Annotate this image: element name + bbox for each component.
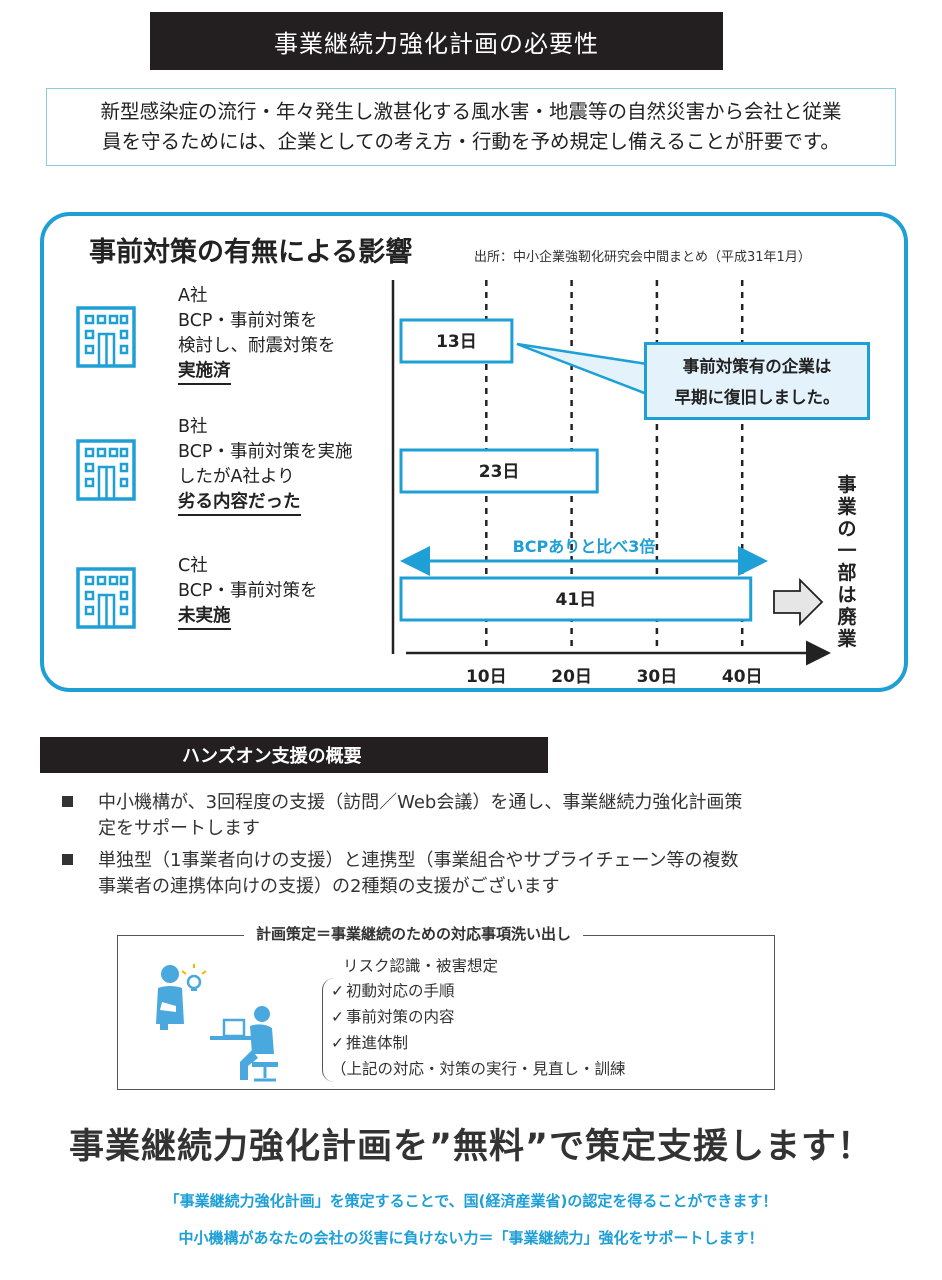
bullet-2-line-1: 単独型（1事業者向けの支援）と連携型（事業組合やサプライチェーン等の複数 <box>98 850 739 871</box>
cta-line-1: 「事業継続力強化計画」を策定することで、国(経済産業省)の認定を得ることができま… <box>164 1192 778 1210</box>
company-b-name: B社 <box>178 417 208 437</box>
company-a-text: A社 BCP・事前対策を 検討し、耐震対策を 実施済 <box>178 284 336 385</box>
list-item: 中小機構が、3回程度の支援（訪問／Web会議）を通し、事業継続力強化計画策 定を… <box>60 790 890 842</box>
square-bullet-icon <box>62 854 73 865</box>
company-a-line-1: BCP・事前対策を <box>178 311 318 331</box>
bullet-1-line-1: 中小機構が、3回程度の支援（訪問／Web会議）を通し、事業継続力強化計画策 <box>98 792 743 813</box>
comparison-label: BCPありと比べ3倍 <box>513 537 656 556</box>
building-icon <box>76 567 136 629</box>
company-c: C社 BCP・事前対策を 未実施 <box>44 551 404 681</box>
check-icon: ✓ <box>331 1008 344 1026</box>
company-a: A社 BCP・事前対策を 検討し、耐震対策を 実施済 <box>44 276 404 406</box>
plan-risk: リスク認識・被害想定 <box>343 957 499 975</box>
list-item: 単独型（1事業者向けの支援）と連携型（事業組合やサプライチェーン等の複数 事業者… <box>60 848 890 900</box>
impact-panel: 事前対策の有無による影響 出所：中小企業強靭化研究会中間まとめ（平成31年1月）… <box>40 212 908 692</box>
intro-line-1: 新型感染症の流行・年々発生し激甚化する風水害・地震等の自然災害から会社と従業 <box>100 100 842 123</box>
vertical-note: 事業の一部は廃業 <box>837 474 857 650</box>
cta-line-2: 中小機構があなたの会社の災害に負けない力＝「事業継続力」強化をサポートします！ <box>178 1229 764 1247</box>
check-icon: ✓ <box>331 1034 344 1052</box>
company-b-text: B社 BCP・事前対策を実施 したがA社より 劣る内容だった <box>178 415 352 516</box>
x-tick-label: 30日 <box>637 667 678 687</box>
bar <box>399 576 753 622</box>
plan-note: （上記の対応・対策の実行・見直し・訓練 <box>331 1060 626 1078</box>
tick-labels: 10日 20日 30日 40日 <box>466 667 763 687</box>
plan-box: 計画策定＝事業継続のための対応事項洗い出し リスク認識・被害想定 ✓初動対応の手… <box>117 923 775 1090</box>
x-tick-label: 20日 <box>551 667 592 687</box>
company-c-emphasis: 未実施 <box>178 604 231 630</box>
bullet-1-line-2: 定をサポートします <box>98 818 260 839</box>
company-b: B社 BCP・事前対策を実施 したがA社より 劣る内容だった <box>44 409 404 539</box>
callout-pointer <box>516 342 649 396</box>
x-tick-label: 10日 <box>466 667 507 687</box>
company-a-line-2: 検討し、耐震対策を <box>178 336 336 356</box>
impact-source: 出所：中小企業強靭化研究会中間まとめ（平成31年1月） <box>474 250 811 265</box>
bar-value-label: 23日 <box>479 462 520 482</box>
building-icon <box>76 439 136 501</box>
plan-title: 計画策定＝事業継続のための対応事項洗い出し <box>244 923 584 944</box>
cta-headline: 事業継続力強化計画を”無料”で策定支援します！ <box>68 1127 873 1167</box>
block-arrow-icon <box>773 577 824 627</box>
bar <box>399 318 514 364</box>
recovery-chart: 13日 23日 41日 10日 20日 30日 40日 BCPありと比べ3倍 <box>391 280 831 687</box>
company-c-name: C社 <box>178 556 208 576</box>
intro-line-2: 員を守るためには、企業としての考え方・行動を予め規定し備えることが肝要です。 <box>102 130 840 153</box>
bar-value-label: 13日 <box>436 332 477 352</box>
check-icon: ✓ <box>331 982 344 1000</box>
company-b-line-2: したがA社より <box>178 467 295 487</box>
people-working-icon <box>156 964 278 1082</box>
intro-box: 新型感染症の流行・年々発生し激甚化する風水害・地震等の自然災害から会社と従業 員… <box>46 88 896 166</box>
bar-value-label: 41日 <box>556 590 597 610</box>
callout-line-2: 早期に復旧しました。 <box>674 388 840 407</box>
company-a-name: A社 <box>178 286 208 306</box>
impact-title: 事前対策の有無による影響 <box>89 237 413 268</box>
plan-items: ✓初動対応の手順 ✓事前対策の内容 ✓推進体制 （上記の対応・対策の実行・見直し… <box>322 978 762 1082</box>
bar <box>399 448 599 494</box>
callout-line-1: 事前対策有の企業は <box>682 357 832 376</box>
company-c-line-1: BCP・事前対策を <box>178 581 318 601</box>
company-b-line-1: BCP・事前対策を実施 <box>178 442 353 462</box>
list-item: ✓推進体制 <box>331 1034 409 1052</box>
page-title: 事業継続力強化計画の必要性 <box>150 12 723 70</box>
building-icon <box>76 306 136 368</box>
callout-box: 事前対策有の企業は 早期に復旧しました。 <box>644 342 870 420</box>
list-item: ✓初動対応の手順 <box>331 982 455 1000</box>
bars: 13日 23日 41日 <box>399 318 753 622</box>
hands-on-bullets: 中小機構が、3回程度の支援（訪問／Web会議）を通し、事業継続力強化計画策 定を… <box>60 790 890 906</box>
list-item: ✓事前対策の内容 <box>331 1008 455 1026</box>
bullet-2-line-2: 事業者の連携体向けの支援）の2種類の支援がございます <box>98 876 560 897</box>
company-c-text: C社 BCP・事前対策を 未実施 <box>178 554 317 630</box>
x-tick-label: 40日 <box>722 667 763 687</box>
company-a-emphasis: 実施済 <box>178 359 231 385</box>
company-b-emphasis: 劣る内容だった <box>178 490 301 516</box>
hands-on-header: ハンズオン支援の概要 <box>40 737 548 773</box>
square-bullet-icon <box>62 796 73 807</box>
